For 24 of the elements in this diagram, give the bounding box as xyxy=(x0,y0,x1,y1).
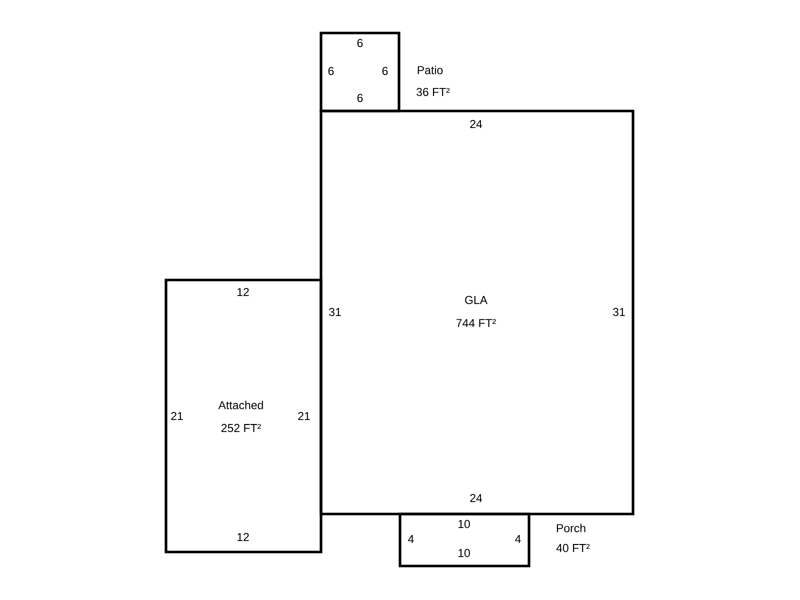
room-label: 36 FT² xyxy=(416,88,450,96)
dimension-label: 6 xyxy=(357,38,363,48)
dimension-label: 6 xyxy=(357,94,363,102)
dimension-label: 12 xyxy=(237,533,249,542)
dimension-label: 4 xyxy=(408,535,414,543)
dimension-label: 31 xyxy=(613,308,625,316)
room-label: Attached xyxy=(218,400,263,410)
dimension-label: 12 xyxy=(237,288,249,296)
room-label: Patio xyxy=(418,66,443,74)
dimension-label: 21 xyxy=(298,412,310,420)
dimension-label: 4 xyxy=(515,535,521,543)
dimension-label: 24 xyxy=(470,120,482,128)
room-label: 252 FT² xyxy=(221,424,261,432)
dimension-label: 24 xyxy=(470,494,482,502)
dimension-label: 6 xyxy=(328,66,334,76)
dimension-label: 10 xyxy=(458,548,470,558)
dimension-label: 6 xyxy=(382,66,388,76)
room-label: 40 FT² xyxy=(556,544,590,552)
dimension-label: 31 xyxy=(329,308,341,316)
dimension-label: 10 xyxy=(458,520,470,528)
dimension-label: 21 xyxy=(171,412,183,420)
room-label: 744 FT² xyxy=(456,319,496,327)
room-label: GLA xyxy=(465,296,488,304)
room-label: Porch xyxy=(556,524,586,532)
